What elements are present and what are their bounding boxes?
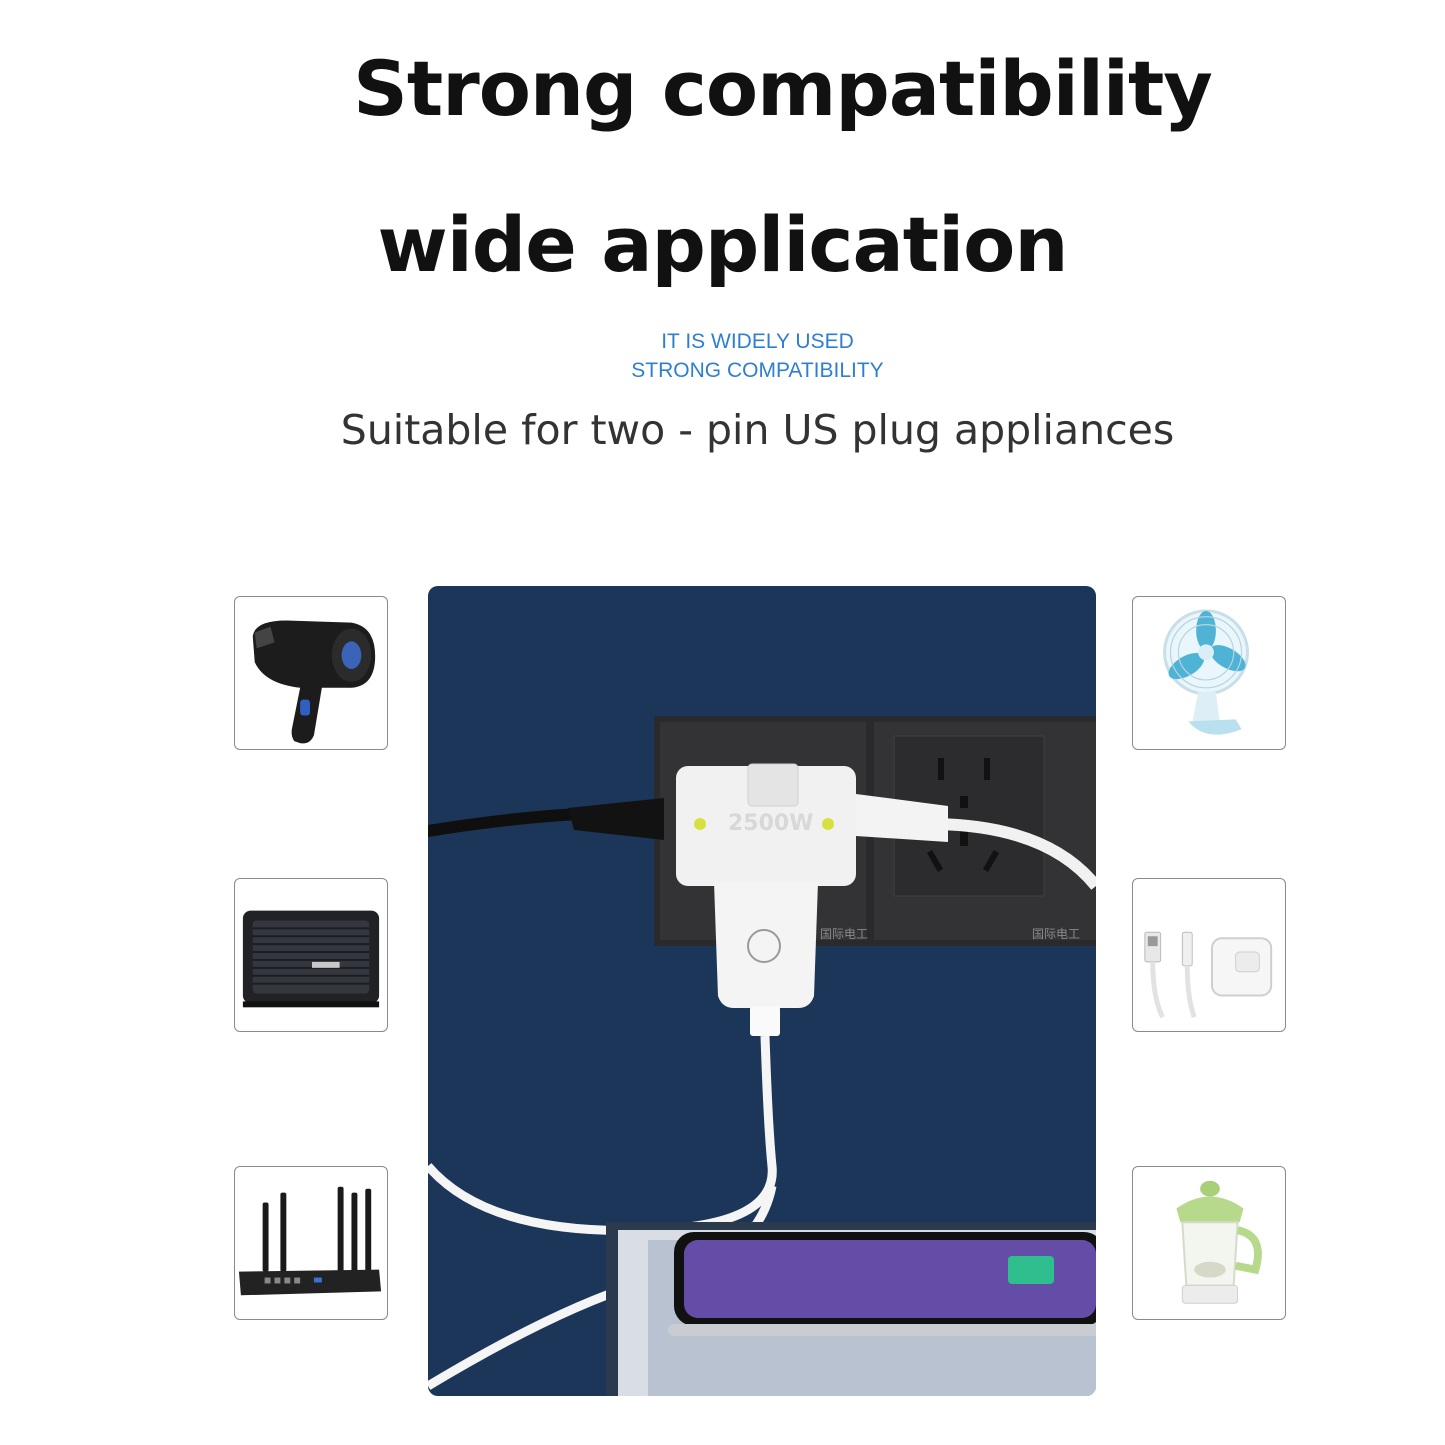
speaker-icon xyxy=(242,910,380,1008)
usb-charger-thumbnail xyxy=(1132,878,1286,1032)
subheading-line-1: IT IS WIDELY USED xyxy=(661,330,854,353)
smartphone xyxy=(668,1232,1096,1336)
plug-adapter: 2500W xyxy=(676,763,856,886)
headline-line-2: wide application xyxy=(377,200,1069,289)
hair-dryer-thumbnail xyxy=(234,596,388,750)
desk-fan-thumbnail xyxy=(1132,596,1286,750)
product-illustration: 国际电工 国际电工 2500W xyxy=(428,586,1096,1396)
caption-text: Suitable for two - pin US plug appliance… xyxy=(340,406,1175,454)
blender-thumbnail xyxy=(1132,1166,1286,1320)
router-thumbnail xyxy=(234,1166,388,1320)
speaker-thumbnail xyxy=(234,878,388,1032)
usb-charger xyxy=(714,882,818,1036)
desk-fan-icon xyxy=(1163,609,1249,735)
panel-brand-left: 国际电工 xyxy=(820,927,868,941)
subheading-line-2: STRONG COMPATIBILITY xyxy=(631,359,884,382)
panel-brand-right: 国际电工 xyxy=(1032,927,1080,941)
blender-icon xyxy=(1176,1180,1262,1304)
usb-charger-icon xyxy=(1144,931,1273,1019)
wattage-label: 2500W xyxy=(728,811,814,836)
wifi-router-icon xyxy=(238,1186,382,1296)
hair-dryer-icon xyxy=(252,620,376,744)
product-photo: 国际电工 国际电工 2500W xyxy=(428,586,1096,1396)
headline-line-1: Strong compatibility xyxy=(353,44,1213,133)
